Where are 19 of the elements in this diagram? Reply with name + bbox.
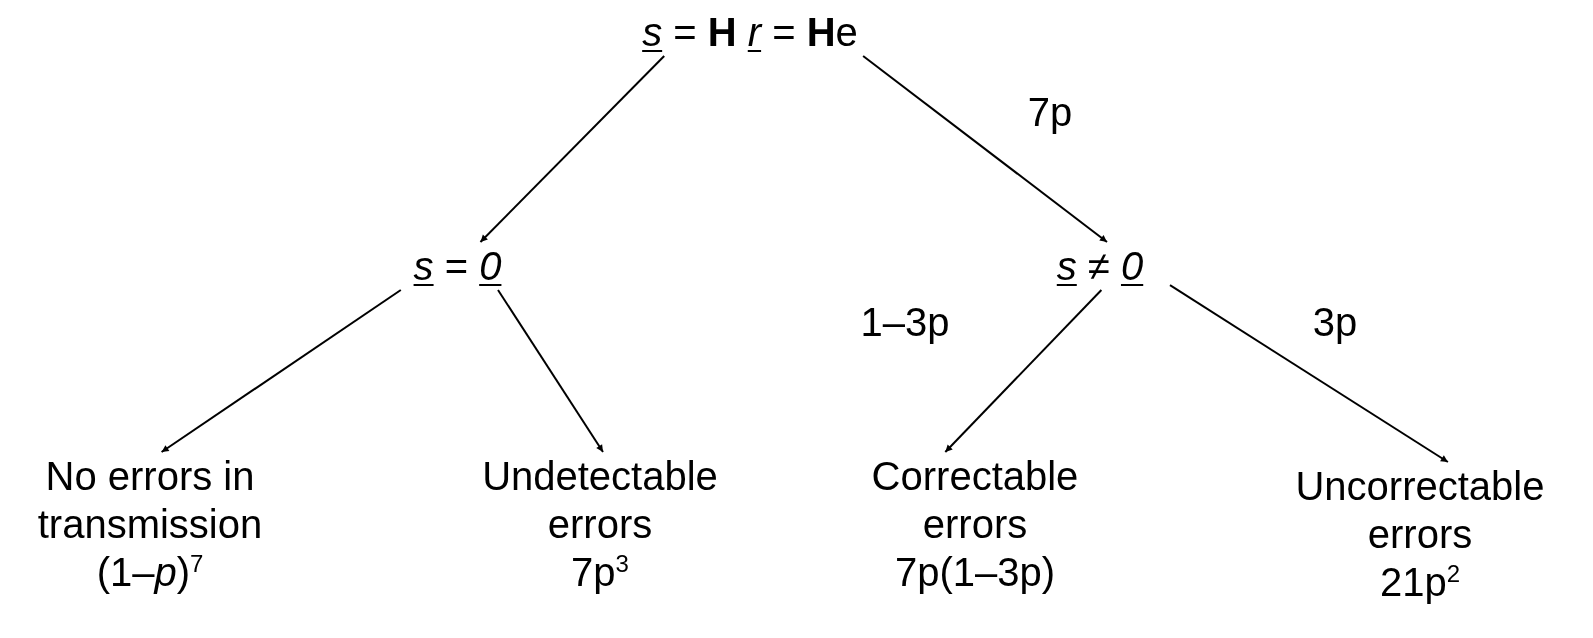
probability-text: 7p(1–3p) (894, 549, 1056, 596)
probability-text: 21p$^{2}$ (1379, 558, 1461, 606)
formula-text: s ≠ 0 (1056, 243, 1144, 290)
arrow (497, 289, 604, 453)
outcome-text: Correctable errors (870, 453, 1080, 548)
arrow (1169, 284, 1449, 463)
edge-label: 1–3p (860, 299, 950, 345)
formula-text: s = 0 (413, 243, 502, 290)
arrow (944, 289, 1103, 453)
probability-text: (1–p)$^{7}$ (96, 548, 204, 596)
outcome-text: Uncorrectable errors (1294, 463, 1546, 558)
edge-label: 3p (1312, 299, 1358, 345)
formula-text: s = H r = He (642, 9, 858, 56)
arrow (160, 289, 402, 453)
edge-label: 7p (1027, 89, 1073, 135)
outcome-text: Undetectable errors (481, 453, 719, 548)
probability-text: 7p$^{3}$ (571, 548, 629, 596)
arrow (479, 55, 666, 243)
arrow (862, 55, 1108, 243)
